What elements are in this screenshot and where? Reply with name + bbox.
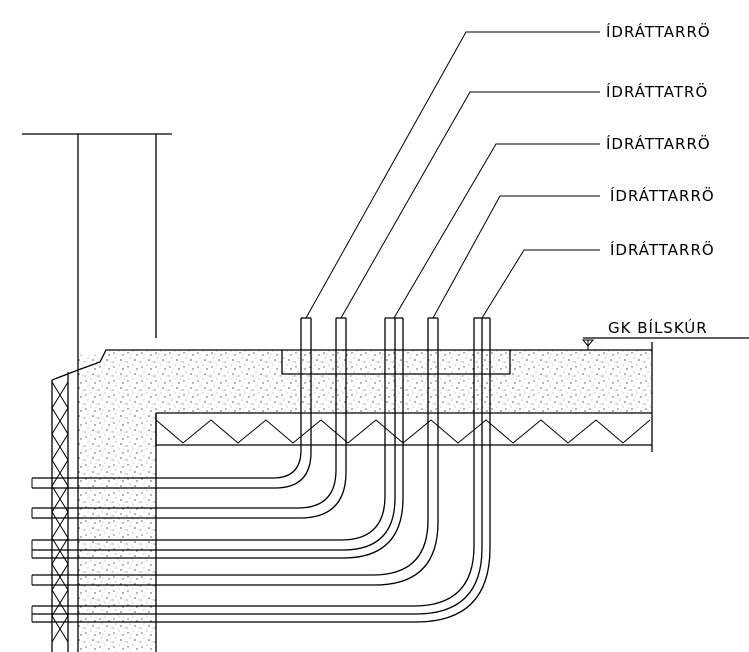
pipe-label-5: ÍDRÁTTARRÖ (610, 240, 715, 259)
floor-level-marker: GK BÍLSKÚR (581, 318, 749, 350)
wall-insulation (51, 372, 69, 652)
pipe-label-1: ÍDRÁTTARRÖ (606, 22, 711, 41)
pipe-box (281, 350, 511, 375)
pipe-5 (31, 317, 491, 623)
pipe-1 (31, 317, 312, 489)
pipe-label-2: ÍDRÁTTATRÖ (606, 82, 708, 101)
leader-lines (305, 31, 600, 319)
pipe-label-3: ÍDRÁTTARRÖ (606, 134, 711, 153)
pipe-3 (31, 317, 404, 559)
floor-level-label: GK BÍLSKÚR (608, 318, 708, 337)
insulation-layer (155, 412, 652, 446)
concrete-slab (78, 350, 652, 420)
slab-outline (51, 349, 652, 381)
pipe-label-4: ÍDRÁTTARRÖ (610, 186, 715, 205)
